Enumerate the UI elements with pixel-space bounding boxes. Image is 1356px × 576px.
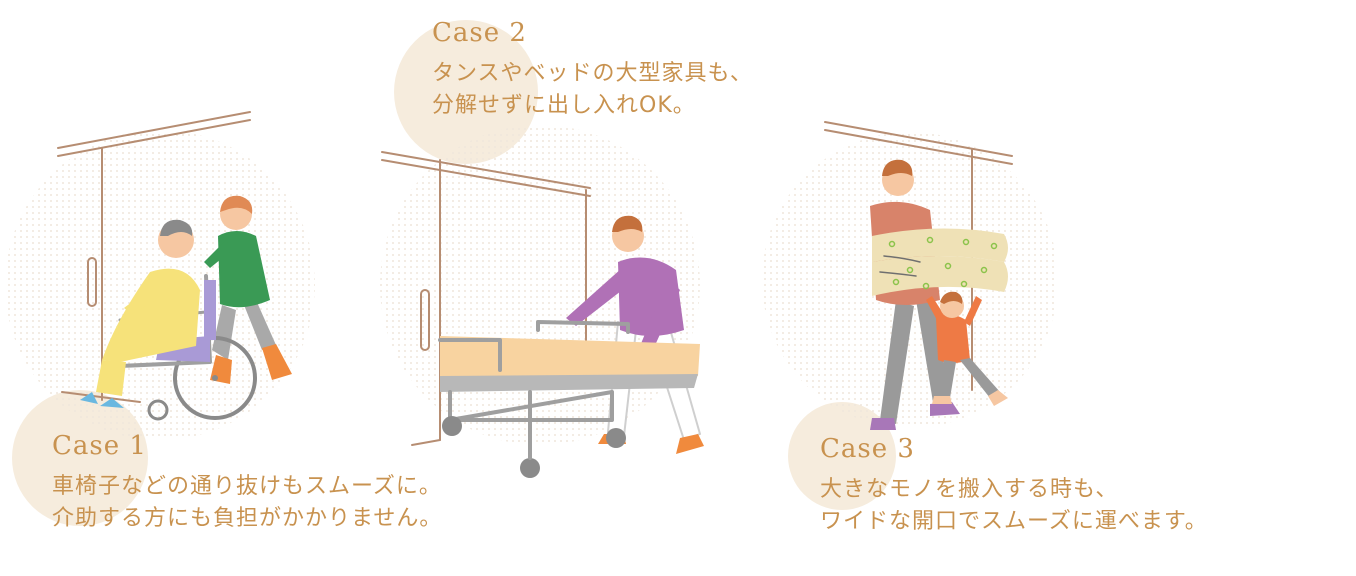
case3-caption: Case 3 大きなモノを搬入する時も、 ワイドな開口でスムーズに運べます。 <box>820 434 1208 538</box>
case1-line-2: 介助する方にも負担がかかりません。 <box>52 506 443 531</box>
case2-caption: Case 2 タンスやベッドの大型家具も、 分解せずに出し入れOK。 <box>432 18 753 122</box>
case3-line-2: ワイドな開口でスムーズに運べます。 <box>820 509 1208 534</box>
case3-title: Case 3 <box>820 434 915 464</box>
case1-line-1: 車椅子などの通り抜けもスムーズに。 <box>52 474 442 499</box>
case3-badge-circle <box>788 402 896 510</box>
case2-line-1: タンスやベッドの大型家具も、 <box>432 61 753 86</box>
bed-moving-illustration <box>381 151 704 478</box>
case3-line-1: 大きなモノを搬入する時も、 <box>820 477 1119 502</box>
case2-title: Case 2 <box>432 18 527 48</box>
case2-badge-circle <box>394 20 538 164</box>
wheelchair-caregiver-illustration <box>57 111 292 421</box>
case1-caption: Case 1 車椅子などの通り抜けもスムーズに。 介助する方にも負担がかかりませ… <box>52 431 442 535</box>
case2-line-2: 分解せずに出し入れOK。 <box>432 93 696 118</box>
futon-carrying-illustration <box>824 121 1013 430</box>
case1-title: Case 1 <box>52 431 147 461</box>
